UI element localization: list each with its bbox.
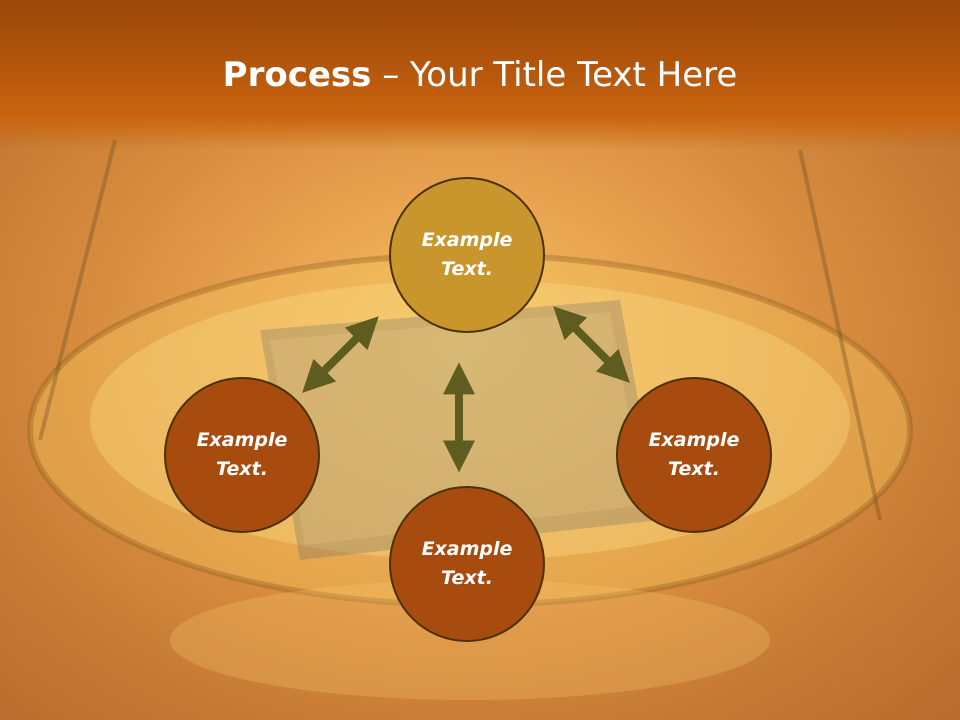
- arrow-top-left: [302, 316, 379, 393]
- process-node-left: Example Text.: [164, 377, 320, 533]
- node-left-line2: Text.: [216, 458, 268, 480]
- process-node-bottom: Example Text.: [389, 486, 545, 642]
- title-bar: Process – Your Title Text Here: [0, 0, 960, 150]
- node-top-line1: Example: [421, 229, 513, 251]
- process-node-top: Example Text.: [389, 177, 545, 333]
- node-left-line1: Example: [196, 429, 288, 451]
- node-right-line2: Text.: [668, 458, 720, 480]
- title-bold: Process: [222, 55, 372, 95]
- node-top-line2: Text.: [441, 258, 493, 280]
- arrow-top-right: [553, 306, 630, 383]
- title-rest: Your Title Text Here: [410, 55, 738, 95]
- node-bottom-line2: Text.: [441, 567, 493, 589]
- process-node-right: Example Text.: [616, 377, 772, 533]
- title-separator: –: [371, 55, 411, 95]
- node-right-line1: Example: [648, 429, 740, 451]
- node-bottom-line1: Example: [421, 538, 513, 560]
- slide-title: Process – Your Title Text Here: [0, 52, 960, 98]
